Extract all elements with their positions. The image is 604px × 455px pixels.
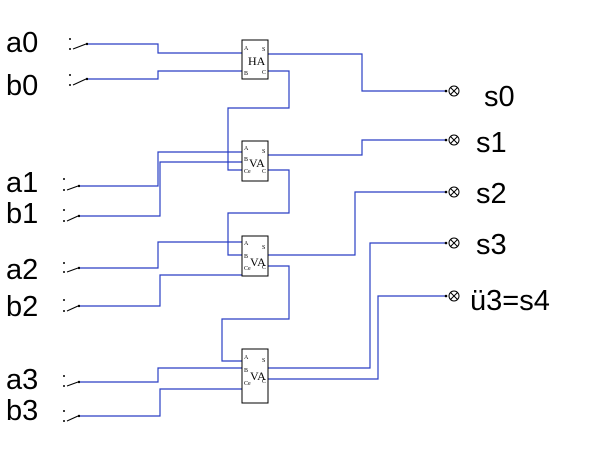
va2-pin-cin: Ce <box>244 266 251 272</box>
va3-label: VA <box>250 369 266 383</box>
wires <box>80 43 446 417</box>
output-label-s1: s1 <box>476 127 507 159</box>
input-label-b0: b0 <box>6 70 38 102</box>
wire-s4 <box>268 295 446 380</box>
wire-carry1 <box>227 169 290 256</box>
va3-pin-b: B <box>244 368 248 374</box>
va1-pin-cin: Ce <box>244 169 251 175</box>
ha-label: HA <box>248 54 266 68</box>
switch-b2[interactable] <box>63 299 81 312</box>
output-label-s0: s0 <box>484 81 515 113</box>
wire-a1 <box>80 151 242 187</box>
output-label-s3: s3 <box>476 229 507 261</box>
input-label-b2: b2 <box>6 291 38 323</box>
input-label-a0: a0 <box>6 27 38 59</box>
va2-pin-s: S <box>262 245 265 251</box>
wire-s3 <box>268 242 446 369</box>
wire-s2 <box>268 191 446 256</box>
va3-pin-cin: Ce <box>244 381 251 387</box>
wire-a0 <box>88 43 242 54</box>
wire-carry2 <box>221 265 290 362</box>
wire-s0 <box>268 53 446 92</box>
wire-b3 <box>80 388 242 417</box>
va1-pin-s: S <box>262 149 265 155</box>
va2-pin-b: B <box>244 254 248 260</box>
full-adder-block-1[interactable]: A B Ce S C VA <box>241 140 269 182</box>
va2-pin-a: A <box>244 241 249 247</box>
full-adder-block-2[interactable]: A B Ce S C VA <box>241 235 269 277</box>
ha-pin-s: S <box>262 47 265 53</box>
va2-label: VA <box>250 255 266 269</box>
ha-pin-a: A <box>244 46 249 52</box>
wire-a2 <box>80 241 242 269</box>
switch-a2[interactable] <box>63 262 81 273</box>
va3-pin-s: S <box>262 358 265 364</box>
wire-b1 <box>80 161 242 217</box>
ha-pin-b: B <box>244 71 248 77</box>
switch-b0[interactable] <box>69 74 89 86</box>
va1-pin-b: B <box>244 157 248 163</box>
switch-b1[interactable] <box>63 209 81 222</box>
va2-pin-c: C <box>262 265 266 271</box>
va3-pin-a: A <box>244 355 249 361</box>
lamp-s4-icon <box>444 290 460 302</box>
wire-b2 <box>80 274 242 307</box>
lamp-s1-icon <box>444 134 460 146</box>
half-adder-block[interactable]: A B S C HA <box>241 39 269 80</box>
output-label-s2: s2 <box>476 178 507 210</box>
lamp-s3-icon <box>444 237 460 249</box>
switch-a0[interactable] <box>69 38 89 50</box>
wire-carry0 <box>227 70 290 171</box>
wire-a3 <box>80 367 242 383</box>
va1-pin-c: C <box>262 169 266 175</box>
wire-b0 <box>88 70 242 80</box>
ha-pin-c: C <box>262 70 266 76</box>
input-label-b1: b1 <box>6 198 38 230</box>
lamp-s2-icon <box>444 186 460 198</box>
switch-b3[interactable] <box>63 410 81 422</box>
switch-a1[interactable] <box>63 178 81 191</box>
input-label-a1: a1 <box>6 167 38 199</box>
lamp-s0-icon <box>444 85 460 97</box>
full-adder-block-3[interactable]: A B Ce S C VA <box>241 348 269 404</box>
output-label-s4: ü3=s4 <box>470 285 550 317</box>
va1-pin-a: A <box>244 146 249 152</box>
va1-label: VA <box>249 156 265 170</box>
va3-pin-c: C <box>262 379 266 385</box>
wire-s1 <box>268 139 446 156</box>
input-label-b3: b3 <box>6 395 38 427</box>
input-label-a3: a3 <box>6 364 38 396</box>
switch-a3[interactable] <box>63 375 81 387</box>
input-label-a2: a2 <box>6 254 38 286</box>
